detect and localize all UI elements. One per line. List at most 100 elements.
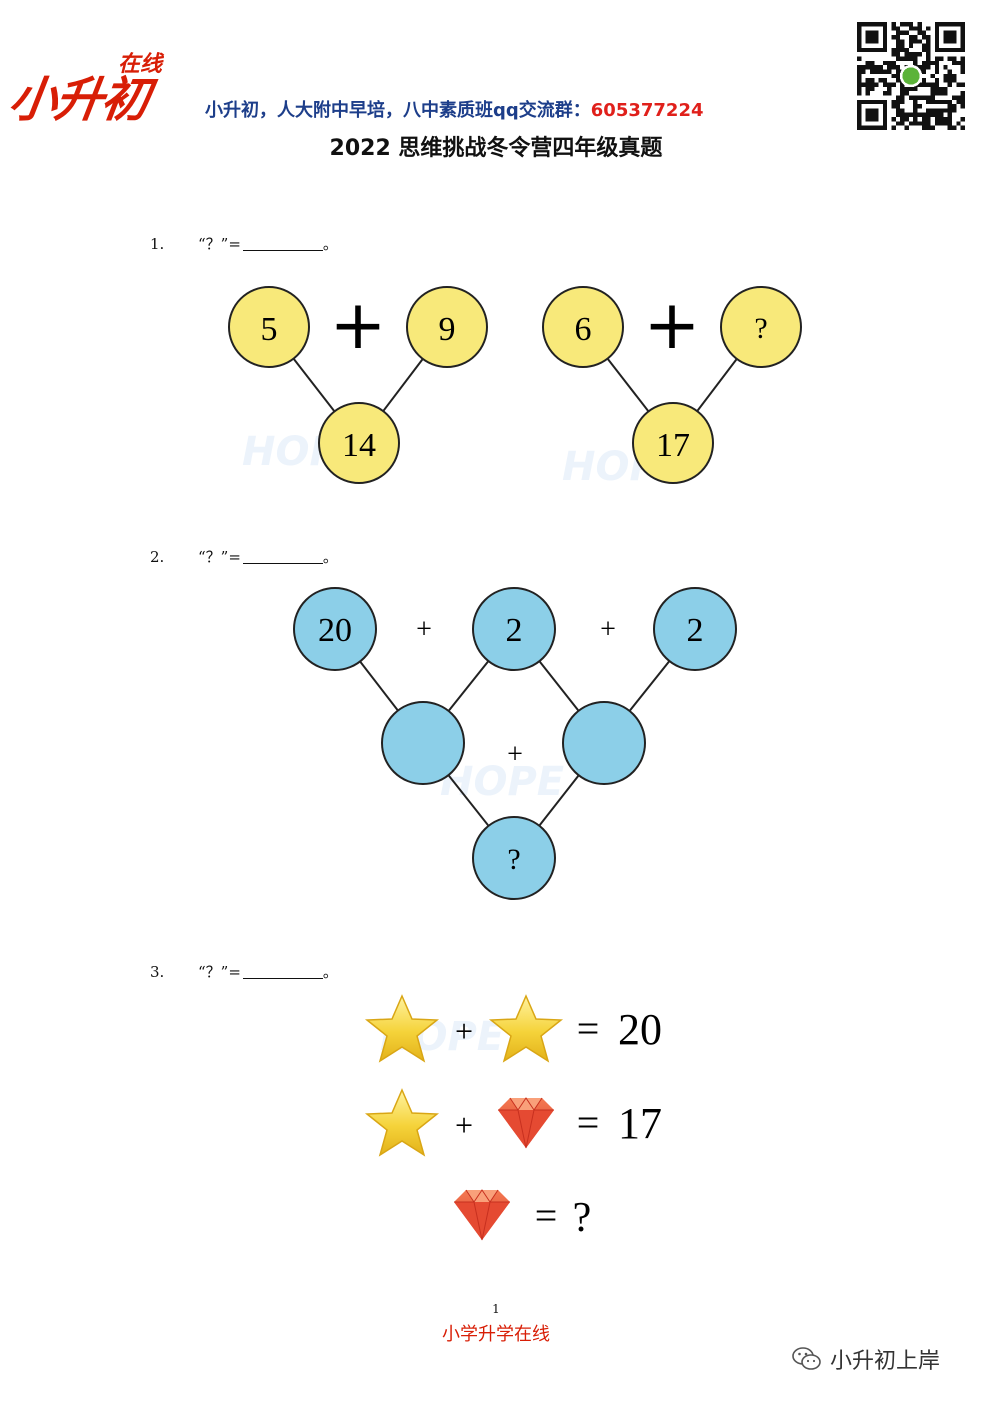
circle-value: 2 <box>506 612 523 649</box>
qr-module <box>917 104 922 109</box>
qr-module <box>908 26 914 31</box>
qr-module <box>895 73 901 79</box>
qr-module <box>926 65 931 70</box>
qr-module <box>934 82 940 87</box>
number-circle <box>472 816 556 900</box>
qr-module <box>952 56 957 61</box>
qr-module <box>904 86 909 92</box>
qr-module <box>956 95 961 100</box>
qr-module <box>947 108 953 113</box>
empty-circle <box>562 701 646 785</box>
qr-module <box>895 39 901 44</box>
qr-module <box>956 121 961 126</box>
qr-module <box>934 99 940 105</box>
qr-module <box>926 117 931 122</box>
qr-module <box>917 52 922 57</box>
qr-module <box>882 78 888 83</box>
qr-module <box>891 52 896 57</box>
qr-module <box>887 86 892 92</box>
qr-module <box>913 104 918 109</box>
qr-module <box>943 65 948 70</box>
qr-module <box>917 121 922 126</box>
qr-module <box>904 47 909 53</box>
qr-module <box>921 47 927 53</box>
qr-module <box>917 82 922 87</box>
qr-module <box>926 99 931 105</box>
number-circle <box>542 286 624 368</box>
question-3-prompt: “？”= <box>198 963 241 981</box>
question-2-answer-blank <box>242 549 323 564</box>
qr-module <box>921 112 927 118</box>
qr-module <box>921 30 927 35</box>
qr-module <box>921 34 927 40</box>
qr-module <box>917 65 922 70</box>
qr-module <box>857 56 862 61</box>
qr-module <box>900 91 905 96</box>
qr-module <box>917 95 922 100</box>
header-tagline: 小升初，人大附中早培，八中素质班qq交流群：605377224 <box>205 96 815 124</box>
qr-module <box>917 22 922 27</box>
number-circle <box>472 587 556 671</box>
qr-module <box>891 26 896 31</box>
watermark: HOPE <box>440 759 564 805</box>
qr-module <box>943 121 948 126</box>
qr-module <box>878 78 883 83</box>
qr-module <box>956 60 961 66</box>
question-3-suffix: 。 <box>322 963 338 981</box>
gem-icon <box>497 1097 555 1149</box>
qr-module <box>887 82 892 87</box>
qr-module <box>939 108 944 113</box>
question-1-suffix: 。 <box>322 235 338 253</box>
qr-module <box>926 52 931 57</box>
qr-module <box>869 78 875 83</box>
qr-module <box>930 86 935 92</box>
question-1-answer-blank <box>242 236 323 251</box>
question-1-figure: HOPE HOPE 5 9 14 + 6 ? 17 + <box>228 286 802 490</box>
qr-module <box>952 108 957 113</box>
qr-module <box>891 73 896 79</box>
qr-module <box>921 69 927 74</box>
plus-sign: + <box>600 614 616 645</box>
qr-module <box>869 60 875 66</box>
qr-module <box>934 91 940 96</box>
qr-module <box>882 82 888 87</box>
qr-module <box>891 47 896 53</box>
qr-module <box>930 82 935 87</box>
qr-module <box>895 69 901 74</box>
qr-module <box>891 99 896 105</box>
qr-module <box>930 60 935 66</box>
qr-module <box>895 52 901 57</box>
qr-module <box>913 56 918 61</box>
qr-module <box>857 82 862 87</box>
qr-module <box>895 65 901 70</box>
qr-module <box>939 112 944 118</box>
qr-module <box>947 104 953 109</box>
qr-module <box>921 125 927 130</box>
qr-module <box>960 99 965 105</box>
wechat-icon <box>792 1347 821 1370</box>
qr-module <box>874 69 879 74</box>
qr-module <box>900 56 905 61</box>
qr-module <box>895 108 901 113</box>
qr-module <box>934 121 940 126</box>
qr-module <box>956 82 961 87</box>
qr-module <box>952 60 957 66</box>
qr-module <box>947 56 953 61</box>
question-2-number: 2. <box>150 548 165 566</box>
qr-module <box>921 82 927 87</box>
qr-module <box>934 108 940 113</box>
qr-module <box>921 95 927 100</box>
question-2-figure: HOPE 20 2 2 ? + + + <box>293 587 737 900</box>
qr-module <box>960 91 965 96</box>
number-circle <box>318 402 400 484</box>
qr-module <box>900 86 905 92</box>
qr-module <box>895 34 901 40</box>
question-3-figure: HOPE + = 20 + = 17 = ? <box>366 995 662 1241</box>
qr-module <box>865 60 870 66</box>
qr-module <box>934 112 940 118</box>
qr-module <box>930 91 935 96</box>
qr-module <box>904 52 909 57</box>
qr-module <box>900 112 905 118</box>
qr-module <box>908 56 914 61</box>
qr-module <box>952 78 957 83</box>
